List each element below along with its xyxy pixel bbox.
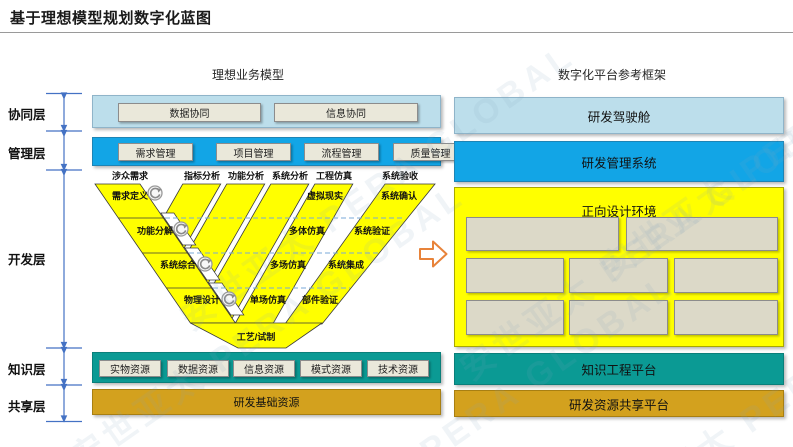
cockpit-label: 研发驾驶舱 <box>587 110 651 124</box>
v-bottom-label: 工艺/试制 <box>237 331 276 342</box>
rnd-management-system-label: 研发管理系统 <box>581 156 657 170</box>
v-decompose-step: 物理设计 <box>184 294 220 305</box>
forward-design-environment-band: 正向设计环境 <box>454 187 784 347</box>
v-decompose-step: 需求定义 <box>112 190 149 201</box>
v-top-label: 指标分析 <box>184 170 220 181</box>
v-top-label: 涉众需求 <box>112 170 149 181</box>
sharing-band: 研发基础资源 <box>92 389 441 415</box>
v-gap-slash <box>208 282 245 316</box>
design-env-box <box>569 300 668 335</box>
v-stripe-engineering-simulation <box>234 183 354 324</box>
mgmt-item-project: 项目管理 <box>216 143 291 161</box>
rnd-management-system-band: 研发管理系统 <box>454 141 784 182</box>
v-stripe-indicator-analysis <box>162 183 222 249</box>
v-decompose-step: 系统综合 <box>160 259 197 270</box>
v-simulation-step: 虚拟现实 <box>307 190 343 201</box>
v-simulation-step: 多场仿真 <box>270 259 306 270</box>
management-band: 需求管理 项目管理 流程管理 质量管理 <box>92 137 468 166</box>
design-env-box <box>466 217 619 251</box>
design-env-box <box>674 300 778 335</box>
layer-label-development: 开发层 <box>8 253 46 267</box>
layer-label-collaboration: 协同层 <box>8 108 46 122</box>
v-verification-step: 系统验证 <box>354 225 390 236</box>
knowledge-engineering-platform-label: 知识工程平台 <box>581 363 657 378</box>
v-gap-slash <box>160 212 197 246</box>
v-stripe-system-analysis <box>210 183 310 320</box>
transform-arrow-icon <box>419 240 448 268</box>
v-top-label: 工程仿真 <box>316 170 352 181</box>
knowledge-item-pattern: 模式资源 <box>300 360 362 377</box>
design-env-box <box>466 258 564 293</box>
knowledge-item-physical: 实物资源 <box>99 360 161 377</box>
v-top-label: 系统分析 <box>272 170 308 181</box>
design-env-box <box>626 217 778 251</box>
design-env-box <box>569 258 668 293</box>
resource-sharing-platform-band: 研发资源共享平台 <box>454 390 784 417</box>
v-verification-step: 系统集成 <box>328 259 364 270</box>
v-simulation-step: 多体仿真 <box>289 225 325 236</box>
v-top-label: 功能分析 <box>228 170 264 181</box>
title-divider <box>0 32 793 33</box>
design-env-box <box>466 300 564 335</box>
resource-sharing-platform-label: 研发资源共享平台 <box>568 398 669 412</box>
cockpit-band: 研发驾驶舱 <box>454 97 784 134</box>
v-stripe-system-acceptance <box>284 183 436 325</box>
knowledge-band: 实物资源 数据资源 信息资源 模式资源 技术资源 <box>92 352 441 383</box>
collaboration-band: 数据协同 信息协同 <box>92 95 441 128</box>
mgmt-item-requirement: 需求管理 <box>118 143 193 161</box>
left-column-header: 理想业务模型 <box>211 68 284 82</box>
knowledge-item-data: 数据资源 <box>167 360 229 377</box>
v-stripe-function-analysis <box>186 183 266 284</box>
knowledge-item-info: 信息资源 <box>233 360 295 377</box>
knowledge-engineering-platform-band: 知识工程平台 <box>454 353 784 385</box>
v-bottom-trapezoid <box>190 322 324 349</box>
design-env-box <box>674 258 778 293</box>
v-decompose-step: 功能分解 <box>137 225 173 236</box>
right-column-header: 数字化平台参考框架 <box>557 68 666 82</box>
knowledge-item-technology: 技术资源 <box>367 360 429 377</box>
v-verification-step: 部件验证 <box>302 294 338 305</box>
v-simulation-step: 单场仿真 <box>250 294 286 305</box>
layer-label-knowledge: 知识层 <box>8 363 46 377</box>
v-decomposition-band <box>94 183 237 324</box>
collab-item-data: 数据协同 <box>118 103 261 122</box>
v-gap-slash <box>184 247 221 281</box>
mgmt-item-process: 流程管理 <box>304 143 379 161</box>
v-verification-step: 系统确认 <box>381 190 418 201</box>
collab-item-info: 信息协同 <box>274 103 418 122</box>
page-title: 基于理想模型规划数字化蓝图 <box>10 10 212 27</box>
layer-label-sharing: 共享层 <box>8 400 46 414</box>
sharing-band-label: 研发基础资源 <box>233 397 300 409</box>
layer-label-management: 管理层 <box>8 147 46 161</box>
forward-design-environment-label: 正向设计环境 <box>581 205 657 219</box>
v-top-label: 系统验收 <box>382 170 418 181</box>
